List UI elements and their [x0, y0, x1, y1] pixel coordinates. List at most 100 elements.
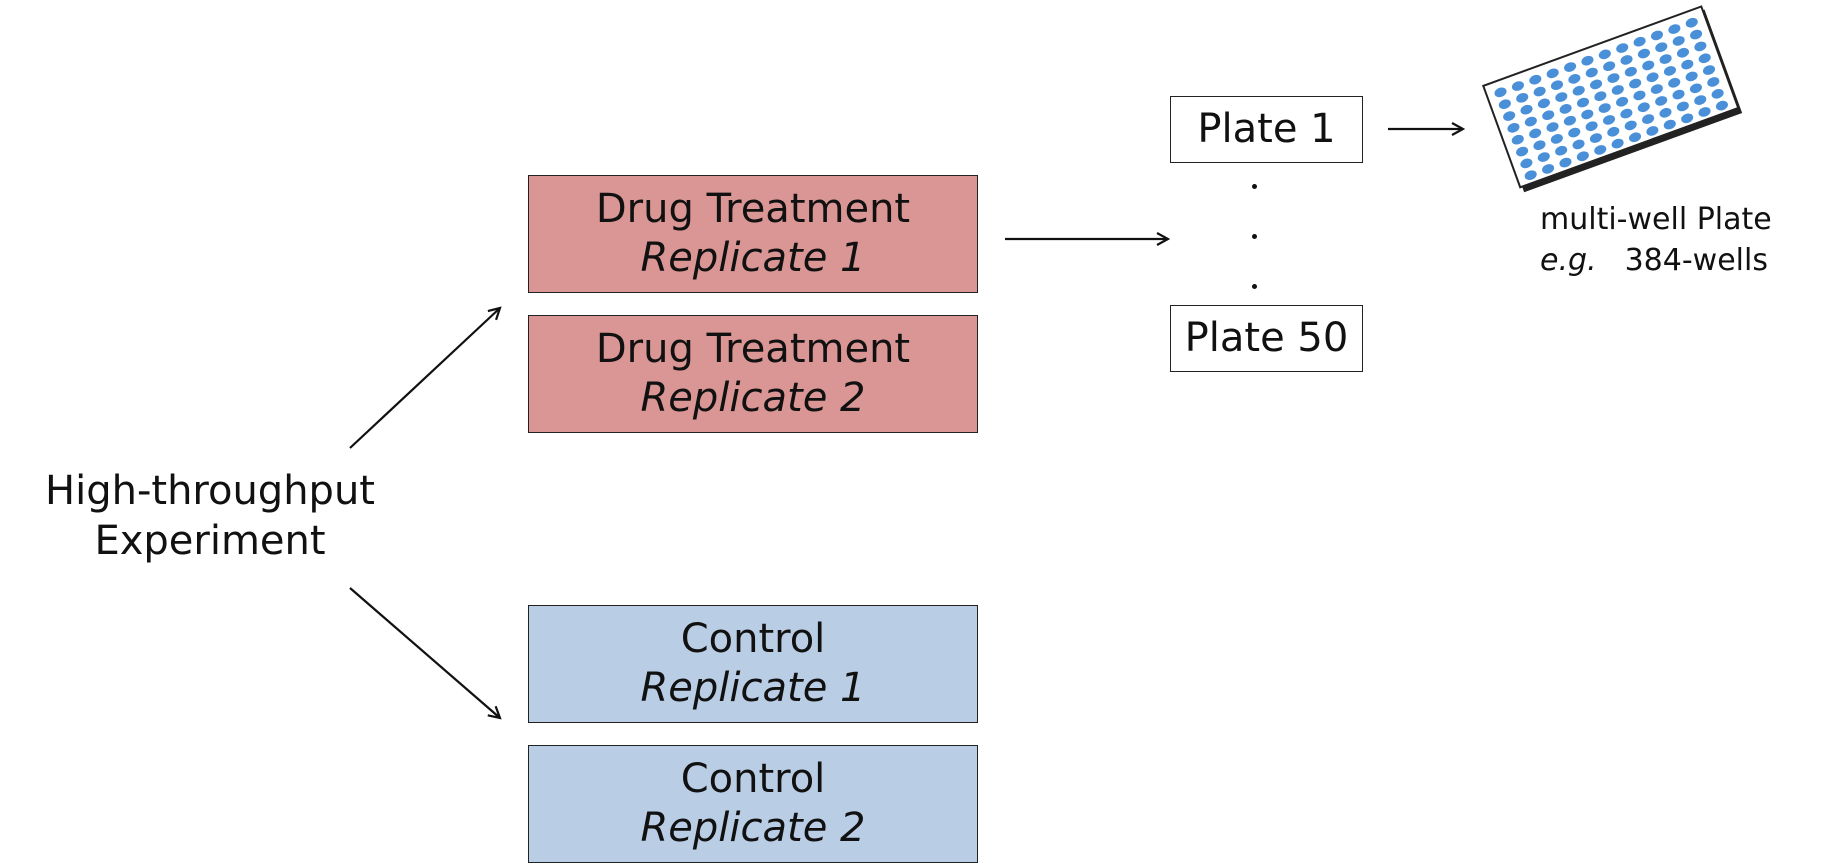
- well: [1533, 86, 1546, 97]
- well: [1672, 36, 1685, 46]
- well: [1633, 36, 1646, 47]
- plate-last-label: Plate 50: [1184, 315, 1349, 362]
- well: [1624, 66, 1637, 77]
- well: [1611, 85, 1624, 95]
- well: [1611, 138, 1624, 149]
- ellipsis-dot: [1252, 234, 1257, 239]
- well: [1516, 146, 1529, 157]
- well: [1581, 55, 1594, 66]
- well: [1672, 89, 1685, 100]
- well: [1655, 96, 1668, 106]
- well: [1498, 99, 1511, 109]
- group-replicate: Replicate 2: [640, 375, 866, 421]
- well: [1585, 121, 1598, 132]
- caption-line1: multi-well Plate: [1540, 202, 1772, 237]
- well: [1594, 91, 1607, 102]
- well: [1607, 126, 1620, 137]
- well: [1576, 151, 1589, 162]
- well: [1637, 102, 1650, 113]
- well: [1568, 127, 1581, 138]
- plate-last-box: Plate 50: [1170, 305, 1363, 372]
- well: [1637, 48, 1650, 59]
- well-plate-body: [1481, 5, 1740, 189]
- well: [1646, 72, 1659, 83]
- well: [1568, 74, 1581, 84]
- group-title: Drug Treatment: [595, 186, 911, 233]
- well: [1494, 87, 1507, 98]
- well: [1620, 55, 1633, 65]
- caption-eg: e.g.: [1540, 242, 1597, 278]
- well: [1676, 101, 1689, 112]
- well: [1524, 116, 1537, 127]
- well: [1542, 164, 1555, 174]
- well: [1702, 65, 1716, 75]
- well: [1681, 113, 1694, 124]
- well-plate-icon: [1481, 5, 1743, 193]
- well: [1598, 49, 1611, 60]
- well: [1511, 81, 1524, 91]
- well-grid: [1494, 17, 1728, 181]
- well: [1616, 43, 1629, 53]
- group-replicate: Replicate 2: [640, 805, 866, 851]
- well: [1590, 79, 1603, 90]
- well: [1659, 54, 1672, 64]
- control-replicate-1-box: Control Replicate 1: [528, 605, 978, 723]
- well: [1659, 107, 1672, 118]
- well: [1559, 157, 1572, 168]
- well: [1690, 29, 1703, 40]
- group-replicate: Replicate 1: [640, 665, 866, 711]
- group-replicate: Replicate 1: [640, 235, 866, 281]
- well: [1685, 71, 1698, 82]
- well: [1633, 90, 1646, 101]
- plate-first-label: Plate 1: [1197, 106, 1336, 153]
- plate-first-box: Plate 1: [1170, 96, 1363, 163]
- well: [1668, 24, 1681, 34]
- well: [1668, 77, 1681, 88]
- well: [1629, 78, 1642, 89]
- well: [1620, 108, 1633, 119]
- well: [1598, 103, 1611, 113]
- well: [1602, 115, 1616, 125]
- well: [1681, 59, 1694, 70]
- well: [1511, 134, 1524, 145]
- well: [1559, 104, 1572, 114]
- well: [1555, 92, 1568, 102]
- well: [1650, 84, 1663, 94]
- source-label-line2: Experiment: [94, 518, 326, 564]
- well: [1642, 60, 1655, 71]
- well: [1715, 100, 1728, 111]
- well: [1694, 41, 1707, 52]
- well: [1529, 128, 1542, 139]
- source-label: High-throughput Experiment: [30, 466, 390, 566]
- well: [1524, 170, 1537, 181]
- well: [1537, 152, 1550, 162]
- well: [1607, 73, 1620, 83]
- arrow-to-drug-treatment: [349, 308, 500, 449]
- well: [1563, 115, 1576, 126]
- caption-wells: 384-wells: [1624, 242, 1768, 278]
- well: [1694, 95, 1707, 105]
- well: [1676, 47, 1690, 58]
- well: [1698, 107, 1711, 117]
- control-replicate-2-box: Control Replicate 2: [528, 745, 978, 863]
- well: [1589, 133, 1602, 143]
- well: [1628, 132, 1642, 143]
- well: [1663, 66, 1676, 76]
- drug-treatment-replicate-1-box: Drug Treatment Replicate 1: [528, 175, 978, 293]
- caption-line2: e.g. 384-wells: [1540, 241, 1772, 282]
- well: [1576, 97, 1590, 108]
- well: [1624, 120, 1637, 131]
- well: [1663, 119, 1676, 130]
- well: [1646, 126, 1659, 136]
- well: [1616, 96, 1629, 107]
- well: [1520, 104, 1533, 115]
- source-label-line1: High-throughput: [45, 468, 375, 514]
- ellipsis-dot: [1252, 284, 1257, 289]
- well: [1581, 109, 1594, 120]
- well: [1689, 83, 1702, 94]
- well: [1603, 61, 1616, 72]
- well: [1533, 140, 1546, 151]
- ellipsis-dot: [1252, 184, 1257, 189]
- drug-treatment-replicate-2-box: Drug Treatment Replicate 2: [528, 315, 978, 433]
